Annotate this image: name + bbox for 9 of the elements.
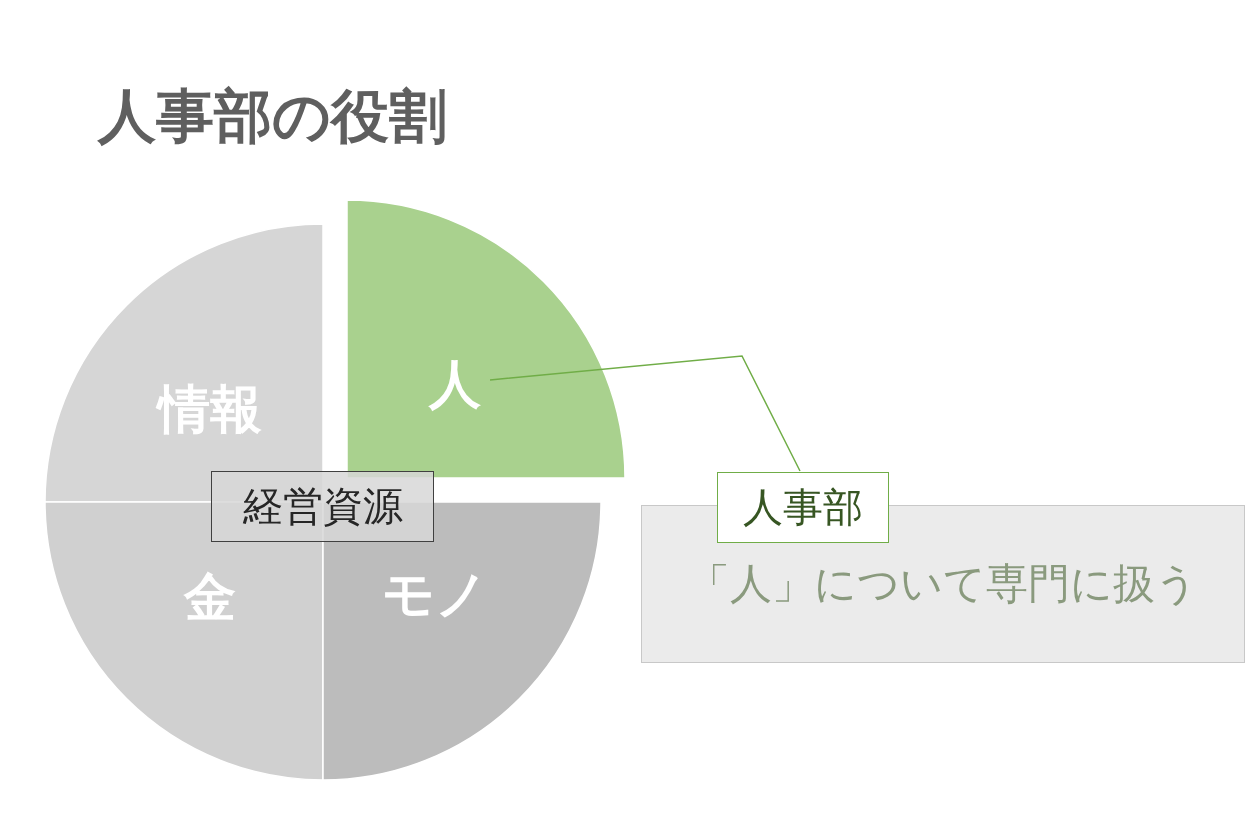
leader-line <box>489 355 801 472</box>
diagram-title: 人事部の役割 <box>98 81 447 152</box>
pie-slice <box>347 200 625 478</box>
slice-label: モノ <box>382 563 488 626</box>
center-label: 経営資源 <box>242 482 403 531</box>
callout-heading: 人事部 <box>717 472 889 543</box>
slice-label: 人 <box>429 353 481 416</box>
callout-text: 「人」について専門に扱う <box>687 558 1199 610</box>
center-label-box <box>211 471 434 542</box>
